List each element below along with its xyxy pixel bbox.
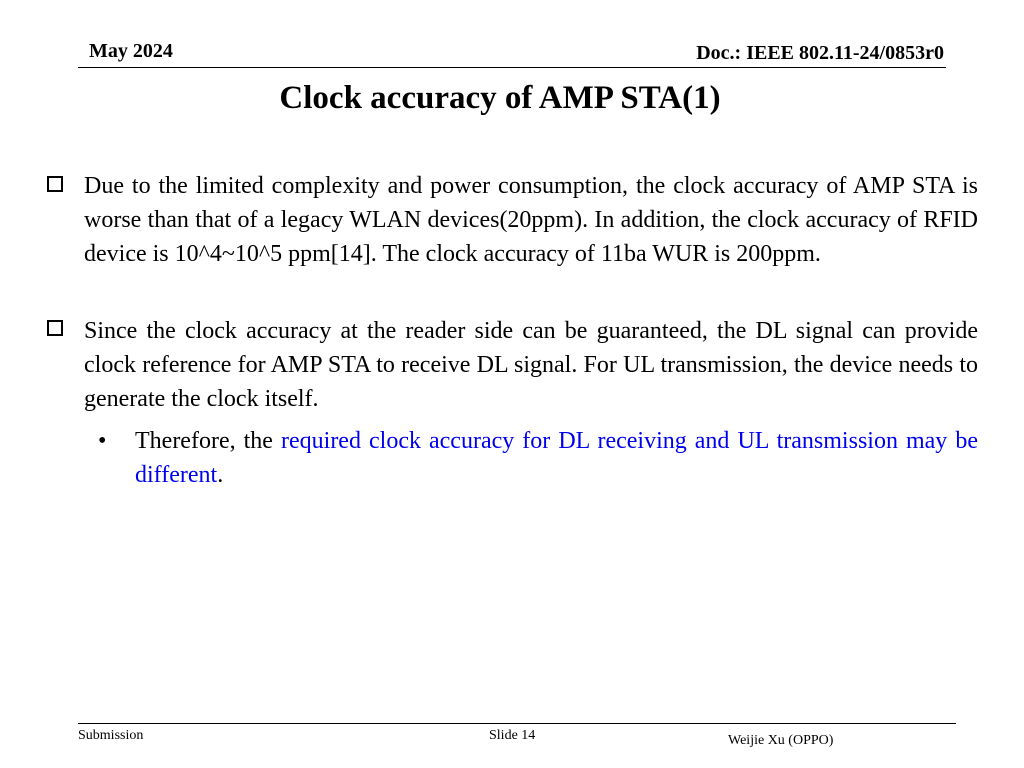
- footer-submission: Submission: [78, 728, 144, 743]
- sub-bullet-text: Therefore, the required clock accuracy f…: [135, 424, 978, 492]
- footer-divider: [78, 723, 956, 724]
- slide-title: Clock accuracy of AMP STA(1): [279, 80, 721, 116]
- bullet-text-2: Since the clock accuracy at the reader s…: [84, 318, 978, 412]
- bullet-text-1: Due to the limited complexity and power …: [84, 173, 978, 267]
- header-date: May 2024: [89, 40, 173, 62]
- header-divider: [78, 67, 946, 68]
- sub-bullet-suffix: .: [217, 462, 224, 488]
- square-bullet-icon: [47, 176, 63, 192]
- sub-bullet-prefix: Therefore, the: [135, 428, 281, 454]
- footer-author: Weijie Xu (OPPO): [728, 733, 834, 748]
- square-bullet-icon: [47, 320, 63, 336]
- header-doc-id: Doc.: IEEE 802.11-24/0853r0: [696, 42, 944, 64]
- footer-slide-number: Slide 14: [489, 728, 536, 743]
- dot-bullet-icon: •: [98, 428, 107, 454]
- sub-bullet-highlight: required clock accuracy for DL receiving…: [135, 428, 978, 488]
